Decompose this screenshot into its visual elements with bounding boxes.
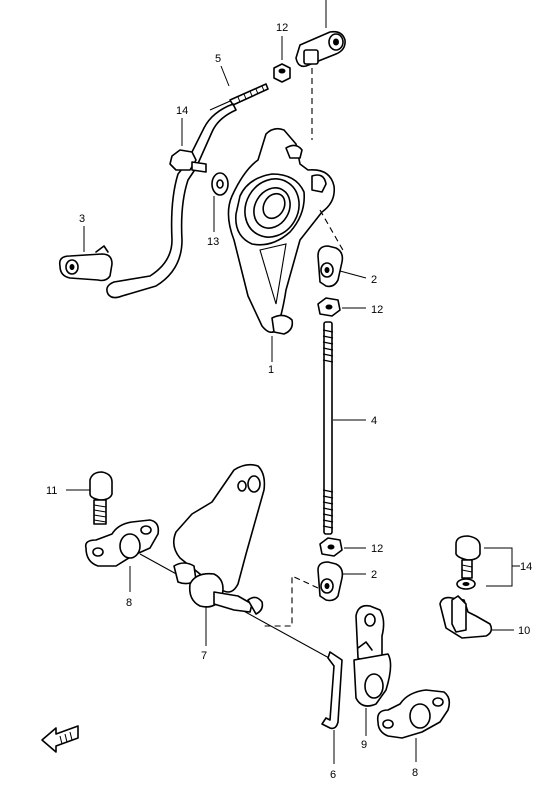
callout-14-right: 14 [520,561,532,573]
link-rod-6 [321,651,343,764]
callout-6: 6 [330,769,336,781]
bolt-14-right [455,535,520,590]
clamp-8-left [84,519,341,665]
callout-12-top: 12 [276,22,288,34]
callout-9: 9 [361,739,367,751]
callout-5: 5 [215,53,221,65]
nut-12-mid [317,297,366,317]
callout-1: 1 [268,364,274,376]
plate-10 [439,595,514,639]
link-rod-upper [106,65,269,299]
rod-end-top [295,0,346,140]
callout-3: 3 [79,213,85,225]
callout-7: 7 [201,650,207,662]
threaded-rod-4 [322,321,366,535]
callout-2-upper: 2 [371,274,377,286]
callout-11: 11 [46,485,57,497]
callout-14-left: 14 [176,105,188,117]
rod-end-2-upper [317,245,367,288]
nut-14-upper [169,118,207,173]
clamp-3 [58,226,113,282]
lever-7 [172,463,266,646]
callout-12-mid: 12 [371,304,383,316]
callout-10: 10 [518,625,530,637]
callout-8-right: 8 [412,767,418,779]
lever-9 [353,604,392,736]
callout-2-lower: 2 [371,569,377,581]
callout-13: 13 [207,236,219,248]
clamp-8-right [376,689,451,762]
bracket-assembly-1 [227,127,345,362]
bolt-11 [66,471,113,525]
callout-12-lower: 12 [371,543,383,555]
callout-8-left: 8 [126,597,132,609]
nut-12-lower [319,537,366,557]
rod-end-2-lower [262,561,366,627]
front-direction-arrow-icon [41,725,79,753]
callout-4: 4 [371,415,377,427]
washer-13 [211,172,229,232]
nut-top [273,36,291,83]
